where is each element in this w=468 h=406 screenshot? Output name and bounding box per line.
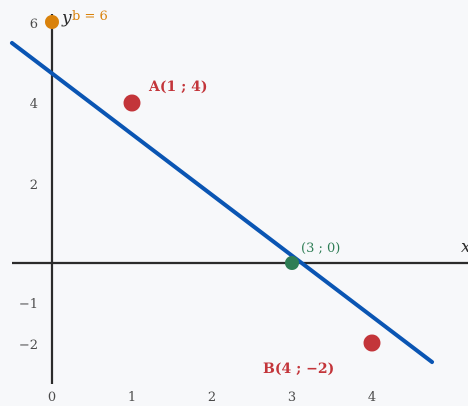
y-axis-name: y <box>61 8 72 28</box>
x-tick-1: 1 <box>128 390 136 405</box>
point-b-label: B(4 ; −2) <box>263 361 334 377</box>
y-tick-2: 2 <box>30 178 38 193</box>
point-a-label: A(1 ; 4) <box>148 79 208 95</box>
y-tick-6: 6 <box>30 17 38 32</box>
y-intercept-label: b = 6 <box>72 9 108 24</box>
y-intercept-marker <box>45 15 59 29</box>
y-tick-minus-2: −2 <box>19 338 38 353</box>
x-axis-name: x <box>461 237 468 257</box>
x-intercept-label: (3 ; 0) <box>301 241 340 256</box>
x-tick-0: 0 <box>48 390 56 405</box>
point-a-marker <box>123 94 141 112</box>
y-tick-minus-1: −1 <box>19 297 38 312</box>
function-line <box>10 41 434 364</box>
y-tick-4: 4 <box>30 97 38 112</box>
x-tick-4: 4 <box>368 390 376 405</box>
point-b-marker <box>363 334 381 352</box>
x-tick-3: 3 <box>288 390 296 405</box>
x-tick-2: 2 <box>208 390 216 405</box>
x-intercept-marker <box>285 256 299 270</box>
